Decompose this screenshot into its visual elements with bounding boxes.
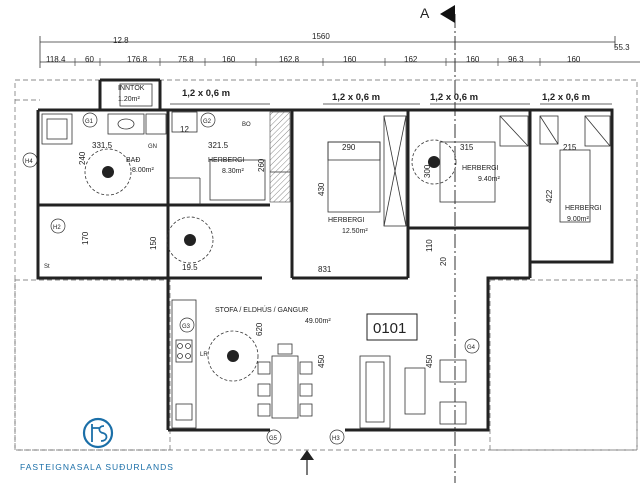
herb1-name: HERBERGI — [208, 157, 245, 164]
tag-g4: G4 — [464, 338, 480, 354]
walls — [36, 78, 614, 432]
herb2-area: 12.50m² — [342, 228, 368, 235]
dim-260: 260 — [257, 158, 266, 172]
unit-number: 0101 — [373, 320, 406, 337]
dim-110: 110 — [425, 239, 434, 252]
entrance-arrow — [300, 450, 314, 475]
dim-0: 12.8 — [113, 36, 129, 45]
bad-area: 8.00m² — [132, 167, 154, 174]
dim-620: 620 — [255, 322, 264, 336]
svg-text:G5: G5 — [269, 436, 278, 442]
dim-422: 422 — [545, 189, 554, 203]
company-logo: FASTEIGNASALA SUÐURLANDS — [20, 417, 174, 472]
dim-2: 60 — [85, 55, 94, 64]
strip-2: 1,2 x 0,6 m — [332, 92, 380, 103]
side-dim: 55.3 — [614, 43, 630, 52]
tag-st: St — [44, 264, 50, 270]
strip-3: 1,2 x 0,6 m — [430, 92, 478, 103]
herb3-area: 9.40m² — [478, 176, 500, 183]
dim-300: 300 — [423, 164, 432, 178]
dim-430: 430 — [317, 182, 326, 196]
dim-20: 20 — [439, 257, 448, 266]
dim-150: 150 — [149, 236, 158, 250]
dim-7: 160 — [343, 55, 357, 64]
dim-10: 96.3 — [508, 55, 524, 64]
dim-240: 240 — [78, 151, 87, 165]
bad-dim: 331.5 — [92, 141, 113, 150]
unit-box: 0101 — [366, 313, 418, 341]
herb4-name: HERBERGI — [565, 205, 602, 212]
strip-1: 1,2 x 0,6 m — [182, 88, 230, 99]
dim-8: 162 — [404, 55, 418, 64]
svg-text:G4: G4 — [467, 345, 476, 351]
dim-450a: 450 — [317, 354, 326, 368]
svg-text:G2: G2 — [203, 119, 212, 125]
herb1-area: 8.30m² — [222, 168, 244, 175]
logo-text: FASTEIGNASALA SUÐURLANDS — [20, 462, 174, 472]
terrace-outline — [14, 79, 638, 451]
herb4-dim: 215 — [563, 143, 577, 152]
bad-name: BAÐ — [126, 157, 140, 164]
tag-h4: H4 — [22, 152, 38, 168]
section-label: A — [420, 5, 430, 21]
svg-text:G3: G3 — [182, 324, 191, 330]
tag-g1: G1 — [82, 112, 98, 128]
closets — [171, 111, 611, 227]
dim-6: 162.8 — [279, 55, 300, 64]
dining-table — [257, 343, 313, 419]
herb1-dim: 321.5 — [208, 141, 229, 150]
tag-h2: H2 — [50, 218, 66, 234]
tag-g2: G2 — [200, 112, 216, 128]
room-labels: INNTÖK 1.20m² 331.5 BAÐ 8.00m² 321.5 HER… — [92, 84, 602, 325]
dim-19-5: 19.5 — [182, 263, 198, 272]
inntok-area: 1.20m² — [118, 96, 140, 103]
dimension-lines: 1560 55.3 12.8 118.4 60 176.8 75.8 160 1… — [39, 32, 640, 68]
herb2-name: HERBERGI — [328, 217, 365, 224]
tag-bo: BO — [242, 122, 251, 128]
stofa-area: 49.00m² — [305, 318, 331, 325]
inner-dimensions: 240 260 430 300 422 170 150 620 450 450 … — [78, 125, 554, 368]
stofa-name: STOFA / ELDHÚS / GANGUR — [215, 305, 308, 314]
section-marker: A — [420, 5, 456, 483]
dim-12: 12 — [180, 125, 189, 134]
dim-450b: 450 — [425, 354, 434, 368]
dim-9: 160 — [466, 55, 480, 64]
dim-3: 176.8 — [127, 55, 148, 64]
herb3-dim: 315 — [460, 143, 474, 152]
svg-text:H3: H3 — [332, 436, 340, 442]
tag-h3: H3 — [329, 429, 345, 445]
herb4-area: 9.00m² — [567, 216, 589, 223]
kitchen — [171, 299, 197, 429]
dim-831: 831 — [318, 265, 332, 274]
dim-4: 75.8 — [178, 55, 194, 64]
total-width-dim: 1560 — [312, 32, 330, 41]
beds — [209, 141, 591, 223]
tag-lr: LR — [200, 352, 208, 358]
sofa — [359, 355, 467, 429]
svg-text:G1: G1 — [85, 119, 94, 125]
inntok-name: INNTÖK — [118, 84, 145, 92]
dim-170: 170 — [81, 231, 90, 245]
tag-gn: GN — [148, 144, 157, 150]
herb2-dim: 290 — [342, 143, 356, 152]
tag-g3: G3 — [179, 317, 195, 333]
bathroom-fixtures — [41, 83, 167, 145]
dim-11: 160 — [567, 55, 581, 64]
dim-1: 118.4 — [46, 55, 66, 64]
tags: H4 H2 G1 G2 G3 G4 G5 H3 GN LR St BO — [22, 112, 480, 445]
strip-4: 1,2 x 0,6 m — [542, 92, 590, 103]
svg-text:H4: H4 — [25, 159, 33, 165]
svg-text:H2: H2 — [53, 225, 61, 231]
dim-5: 160 — [222, 55, 236, 64]
window-strips: 1,2 x 0,6 m 1,2 x 0,6 m 1,2 x 0,6 m 1,2 … — [170, 88, 612, 105]
turning-circles — [84, 139, 457, 382]
herb3-name: HERBERGI — [462, 165, 499, 172]
tag-g5: G5 — [266, 429, 282, 445]
